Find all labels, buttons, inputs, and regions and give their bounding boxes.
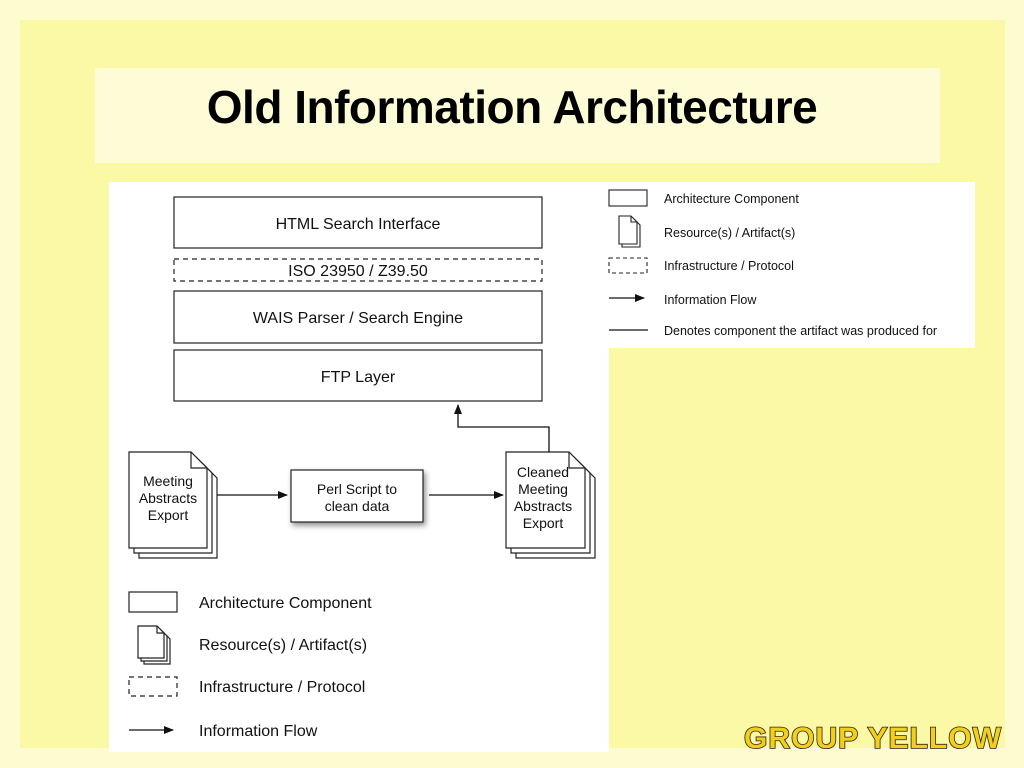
slide-title: Old Information Architecture [206,81,818,133]
top-legend-infrastructure-swatch [608,257,648,274]
flow-arrow-cleaned-to-ftp [454,404,550,452]
layer-ftp: FTP Layer [173,349,543,402]
legend-component-label: Architecture Component [199,595,372,612]
legend-panel [609,182,975,348]
process-perl-script: Perl Script to clean data [290,469,424,523]
legend-resource-swatch [137,625,171,665]
layer-wais-parser-label: WAIS Parser / Search Engine [253,310,463,327]
layer-html-search-interface-label: HTML Search Interface [276,216,441,233]
brand-text: GROUP YELLOW [744,722,1002,755]
legend-infrastructure-swatch [128,676,178,697]
artifact-meeting-export-line-2: Abstracts [139,490,197,506]
top-legend-flow-label: Information Flow [664,293,757,307]
top-legend-resource-label: Resource(s) / Artifact(s) [664,226,795,240]
artifact-cleaned-export-line-3: Abstracts [514,498,572,514]
artifact-cleaned-export-line-2: Meeting [518,481,568,497]
top-legend-resource-swatch [618,215,641,248]
top-legend-infrastructure-label: Infrastructure / Protocol [664,259,794,273]
layer-iso-protocol: ISO 23950 / Z39.50 [173,258,543,282]
layer-wais-parser: WAIS Parser / Search Engine [173,290,543,344]
artifact-meeting-export-line-1: Meeting [143,473,193,489]
top-legend: Architecture Component Resource(s) / Art… [608,189,937,338]
title-band [95,68,940,163]
artifact-cleaned-export-line-4: Export [523,515,564,531]
legend-component-swatch [128,591,178,613]
legend-infrastructure-label: Infrastructure / Protocol [199,679,365,696]
artifact-meeting-export: Meeting Abstracts Export [128,451,218,559]
layer-iso-protocol-label: ISO 23950 / Z39.50 [288,263,428,280]
layer-ftp-label: FTP Layer [321,369,396,386]
artifact-cleaned-export: Cleaned Meeting Abstracts Export [505,451,596,559]
process-perl-script-line-1: Perl Script to [317,481,397,497]
top-legend-component-swatch [608,189,648,207]
legend-resource-label: Resource(s) / Artifact(s) [199,637,367,654]
bottom-legend: Architecture Component Resource(s) / Art… [128,591,372,740]
layer-html-search-interface: HTML Search Interface [173,196,543,249]
artifact-meeting-export-line-3: Export [148,507,189,523]
legend-flow-label: Information Flow [199,723,318,740]
top-legend-component-label: Architecture Component [664,192,799,206]
artifact-cleaned-export-line-1: Cleaned [517,464,569,480]
group-yellow-logo: GROUP YELLOW [743,721,1002,756]
process-perl-script-line-2: clean data [325,498,390,514]
top-legend-produced-for-label: Denotes component the artifact was produ… [664,324,937,338]
